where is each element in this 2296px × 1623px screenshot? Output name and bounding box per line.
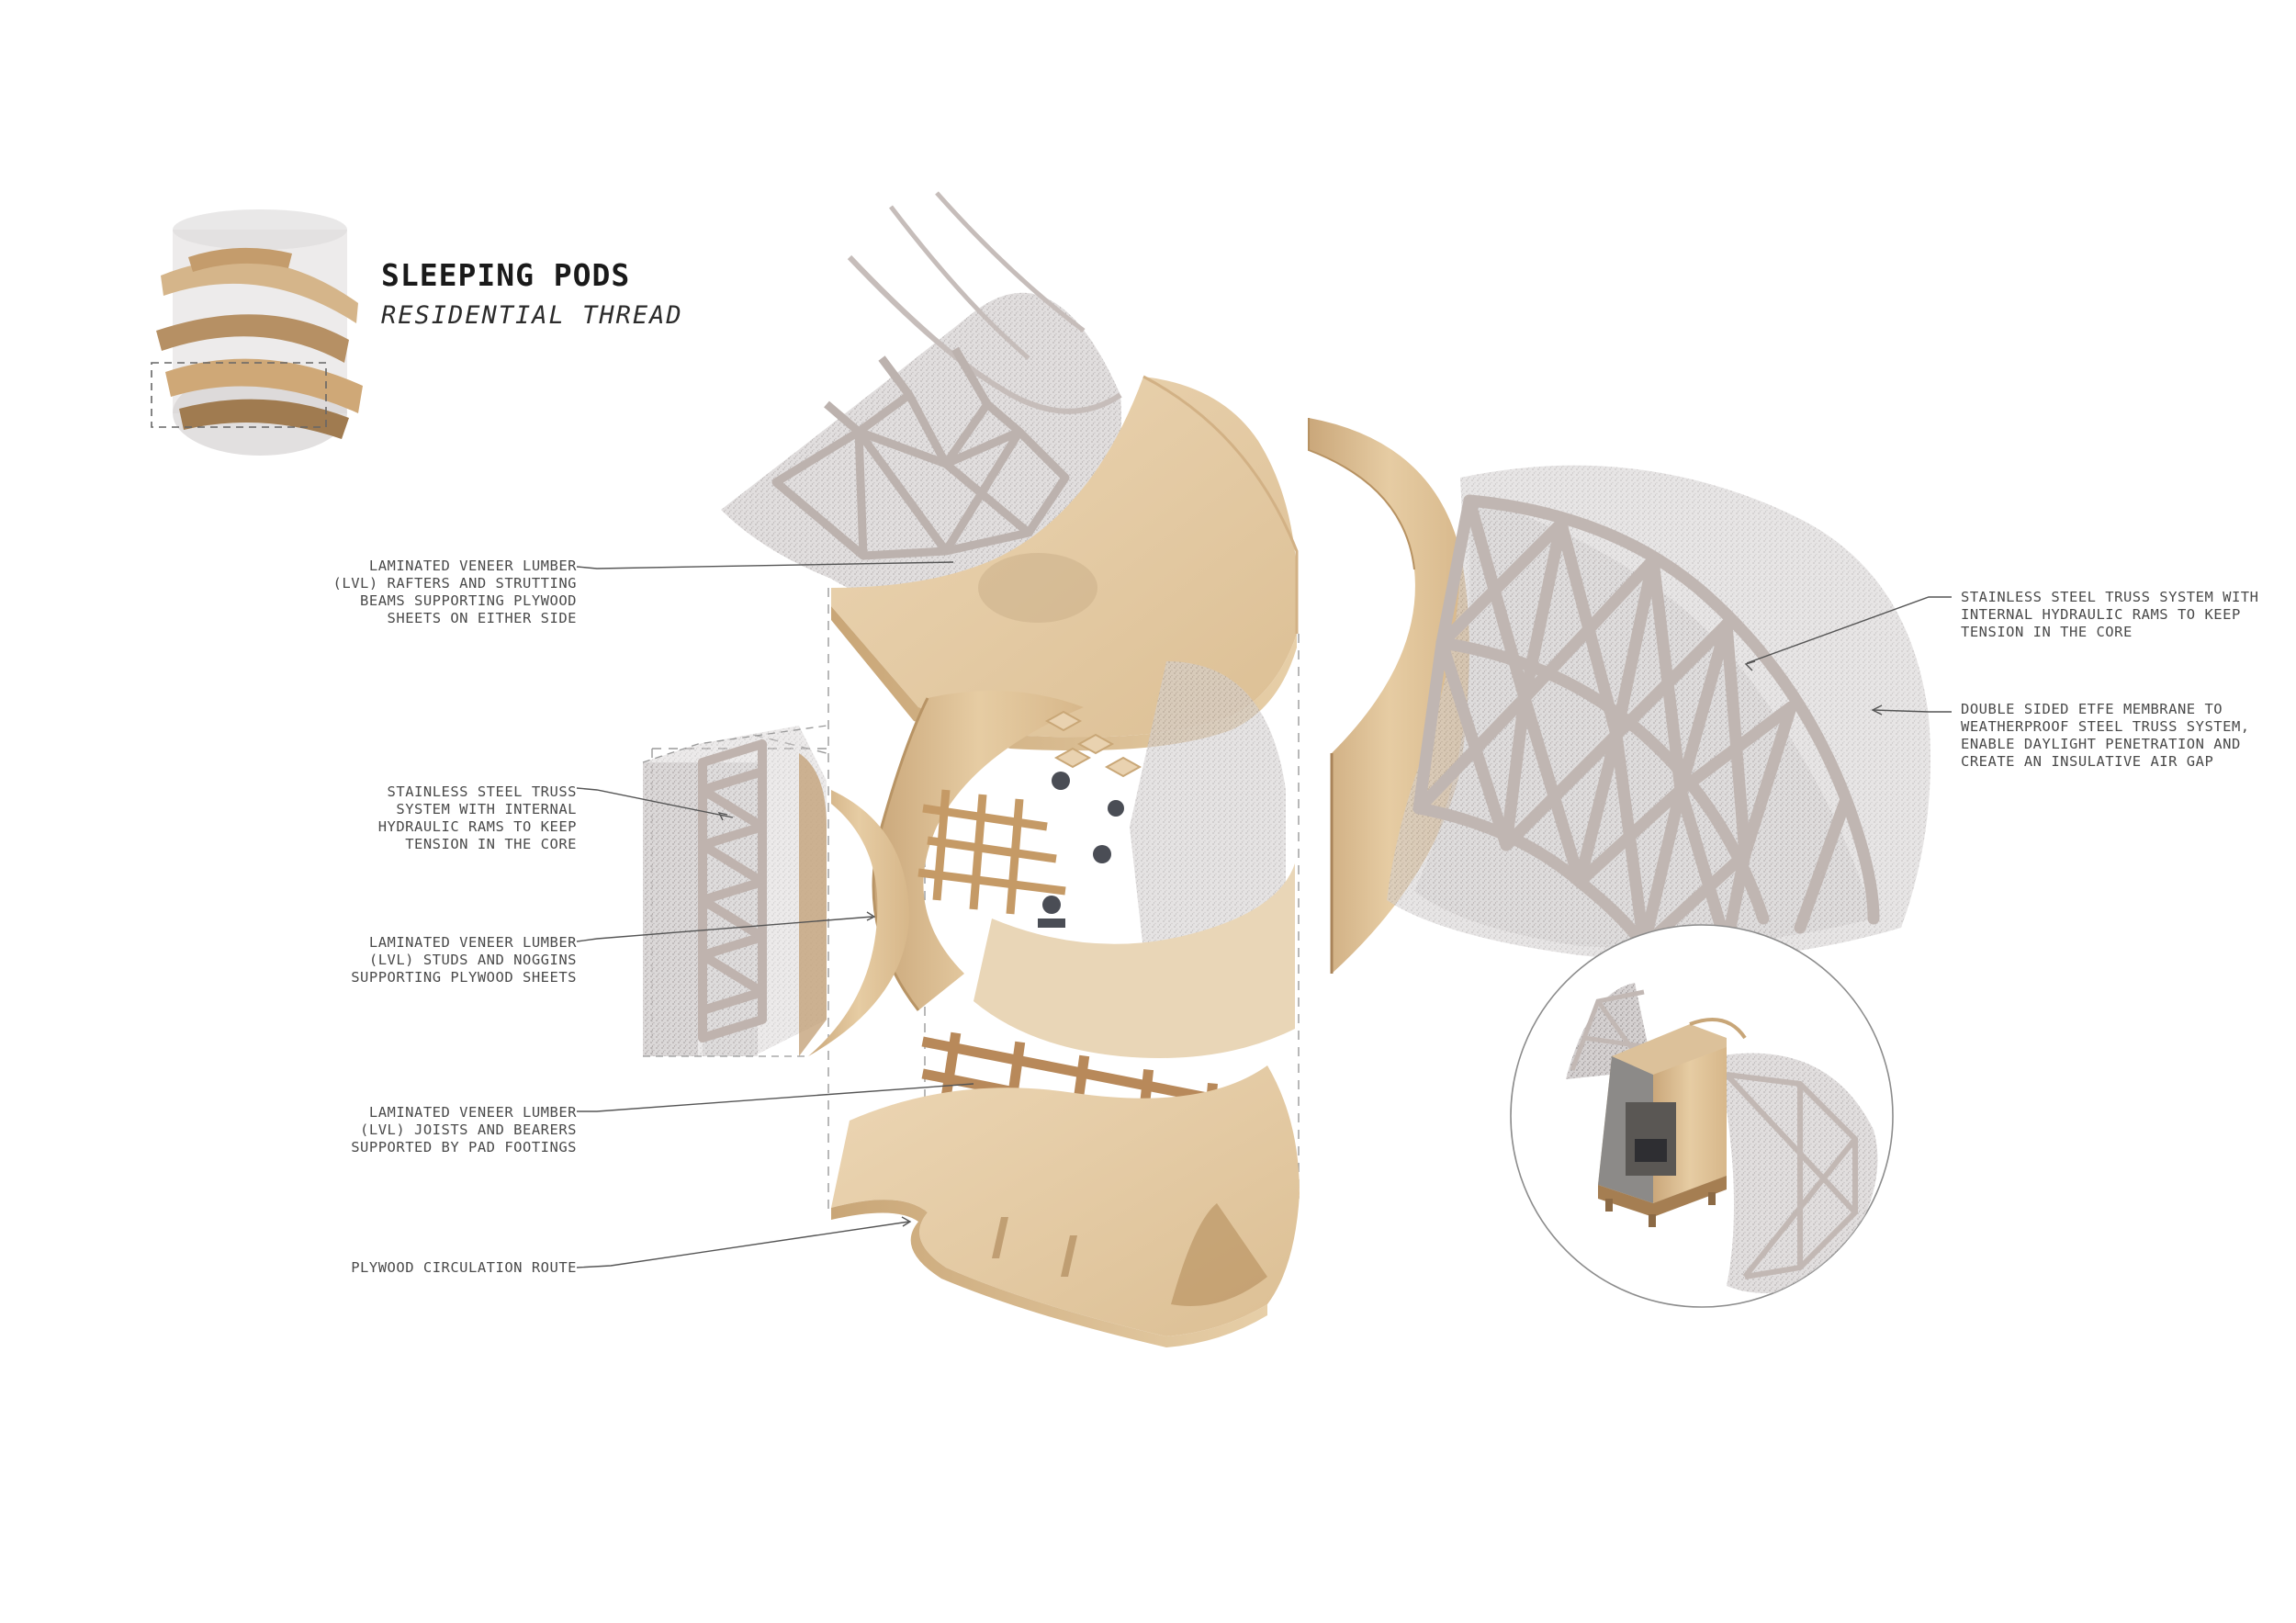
stud-plywood-sheet [799, 753, 827, 1056]
annotation-line: SUPPORTING PLYWOOD SHEETS [351, 969, 577, 986]
annotation-lvl-studs: LAMINATED VENEER LUMBER (LVL) STUDS AND … [351, 934, 577, 986]
assembled-pod-inset [1510, 924, 1894, 1308]
wall-truss [698, 739, 767, 1043]
mid-floor-joists [917, 789, 1066, 915]
annotation-line: SUPPORTED BY PAD FOOTINGS [351, 1139, 577, 1155]
annotation-lvl-rafters: LAMINATED VENEER LUMBER (LVL) RAFTERS AN… [333, 558, 577, 627]
annotation-steel-truss-right: STAINLESS STEEL TRUSS SYSTEM WITH INTERN… [1961, 589, 2258, 641]
annotation-steel-truss-left: STAINLESS STEEL TRUSS SYSTEM WITH INTERN… [378, 783, 577, 853]
annotation-lvl-joists: LAMINATED VENEER LUMBER (LVL) JOISTS AND… [351, 1104, 577, 1156]
annotation-line: DOUBLE SIDED ETFE MEMBRANE TO [1961, 701, 2223, 717]
annotation-line: TENSION IN THE CORE [405, 836, 577, 852]
annotation-line: LAMINATED VENEER LUMBER [368, 1104, 577, 1121]
annotation-line: (LVL) JOISTS AND BEARERS [360, 1121, 577, 1138]
page-title: SLEEPING PODS [381, 257, 631, 293]
annotation-line: SHEETS ON EITHER SIDE [387, 610, 577, 626]
annotation-line: STAINLESS STEEL TRUSS SYSTEM WITH [1961, 589, 2259, 605]
annotation-line: STAINLESS STEEL TRUSS [387, 783, 577, 800]
annotation-line: HYDRAULIC RAMS TO KEEP [377, 818, 577, 835]
curved-panel-sheet [808, 790, 909, 1056]
annotation-line: (LVL) STUDS AND NOGGINS [368, 952, 577, 968]
annotation-line: CREATE AN INSULATIVE AIR GAP [1961, 753, 2214, 770]
annotation-line: LAMINATED VENEER LUMBER [368, 934, 577, 951]
curved-plywood-wall [873, 691, 1084, 1010]
annotation-line: TENSION IN THE CORE [1961, 624, 2133, 640]
central-pod-assembly [651, 191, 1300, 1347]
mid-floor-furniture [1038, 772, 1124, 928]
ceiling-lights [1044, 710, 1142, 778]
leader-lines [576, 561, 1952, 1268]
annotation-circulation-route: PLYWOOD CIRCULATION ROUTE [351, 1259, 577, 1277]
annotation-line: INTERNAL HYDRAULIC RAMS TO KEEP [1961, 606, 2241, 623]
annotation-etfe-membrane: DOUBLE SIDED ETFE MEMBRANE TO WEATHERPRO… [1961, 701, 2250, 771]
page-subtitle: RESIDENTIAL THREAD [381, 301, 683, 330]
left-wall-panel-assembly [642, 725, 909, 1057]
annotation-line: LAMINATED VENEER LUMBER [368, 558, 577, 574]
annotation-line: WEATHERPROOF STEEL TRUSS SYSTEM, [1961, 718, 2250, 735]
roof-slab [831, 377, 1299, 738]
annotation-line: ENABLE DAYLIGHT PENETRATION AND [1961, 736, 2241, 752]
annotation-line: BEAMS SUPPORTING PLYWOOD [360, 592, 577, 609]
key-plan-thumbnail [151, 209, 363, 456]
right-steel-truss [1412, 494, 1880, 952]
annotation-line: (LVL) RAFTERS AND STRUTTING [332, 575, 577, 592]
mid-floor-plate [974, 863, 1295, 1058]
annotation-line: SYSTEM WITH INTERNAL [396, 801, 577, 817]
roof-truss [771, 346, 1070, 560]
annotation-line: PLYWOOD CIRCULATION ROUTE [351, 1259, 577, 1276]
right-shell-assembly [1308, 418, 1930, 974]
